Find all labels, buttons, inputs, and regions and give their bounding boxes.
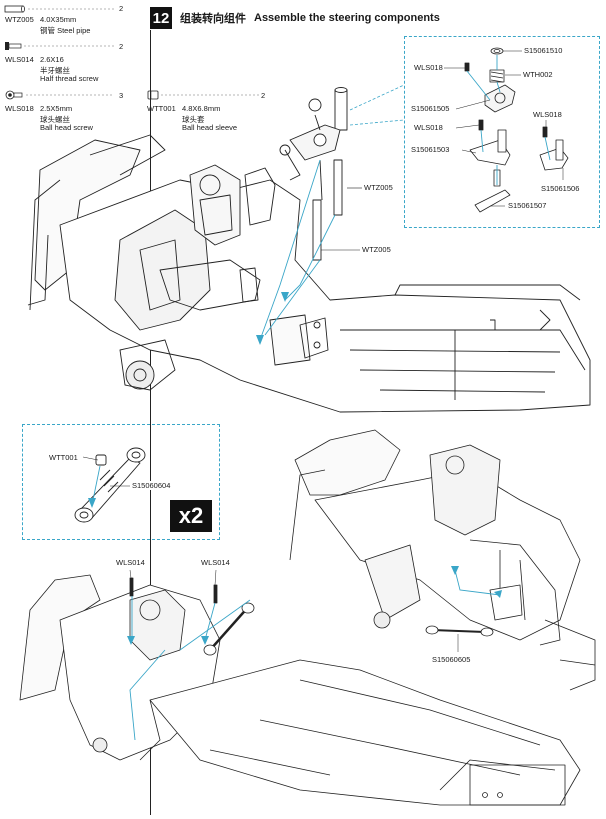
- callout-wls018: WLS018: [413, 63, 444, 72]
- callout-wtz005: WTZ005: [363, 183, 394, 192]
- part-name-en: Ball head screw: [40, 123, 93, 132]
- callout-wls014: WLS014: [115, 558, 146, 567]
- part-code: WLS014: [5, 55, 34, 64]
- callout-s15061510: S15061510: [523, 46, 564, 55]
- callout-wls018: WLS018: [413, 123, 444, 132]
- part-name-en: Ball head sleeve: [182, 123, 238, 132]
- part-qty: 2: [261, 91, 266, 100]
- part-wtt001: 2 WTT001 4.8X6.8mm 球头套 Ball head sleeve: [145, 89, 270, 132]
- part-dimension: 2.5X5mm: [40, 104, 73, 113]
- ball-head-screw-icon: [5, 90, 114, 100]
- part-code: WTZ005: [5, 15, 34, 24]
- step-header: 12 组装转向组件 Assemble the steering componen…: [150, 6, 440, 30]
- inset-steering-parts: [464, 47, 569, 213]
- part-wtz005: 2 WTZ005 4.0X35mm 钢管 Steel pipe: [0, 0, 135, 36]
- callout-wls018: WLS018: [532, 110, 563, 119]
- callout-wtz005: WTZ005: [361, 245, 392, 254]
- part-qty: 3: [119, 91, 124, 100]
- ball-head-sleeve-icon: [147, 90, 259, 100]
- part-qty: 2: [119, 4, 124, 13]
- part-wls018: 3 WLS018 2.5X5mm 球头螺丝 Ball head screw: [0, 89, 135, 132]
- chassis-drawing-top: [27, 87, 591, 413]
- inset-frame-steering: [404, 36, 600, 228]
- inset-ball-link: [74, 447, 146, 523]
- callout-wls014: WLS014: [200, 558, 231, 567]
- callout-s15060604: S15060604: [131, 481, 172, 490]
- chassis-drawing-right: [289, 429, 596, 691]
- steel-pipe-icon: [4, 5, 114, 13]
- part-wls014: 2 WLS014 2.6X16 半牙螺丝 Half thread screw: [0, 40, 135, 83]
- part-dimension: 2.6X16: [40, 55, 64, 64]
- callout-s15061505: S15061505: [410, 104, 451, 113]
- part-name-cn: 球头螺丝: [40, 115, 70, 124]
- half-thread-screw-icon: [5, 42, 114, 50]
- callout-s15061503: S15061503: [410, 145, 451, 154]
- callout-wtt001: WTT001: [48, 453, 79, 462]
- chassis-drawing-bottom: [19, 574, 581, 806]
- step-title-en: Assemble the steering components: [254, 12, 440, 24]
- callout-s15060605: S15060605: [431, 655, 472, 664]
- parts-list: 2 WTZ005 4.0X35mm 钢管 Steel pipe 2 WLS014…: [0, 0, 270, 135]
- step-title-cn: 组装转向组件: [180, 13, 246, 25]
- part-name-cn: 球头套: [182, 115, 205, 124]
- part-name-en: Half thread screw: [40, 74, 99, 83]
- quantity-multiplier-badge: x2: [170, 500, 212, 532]
- part-code: WTT001: [147, 104, 176, 113]
- inset-frame-ball-link: [22, 424, 220, 540]
- callout-s15061506: S15061506: [540, 184, 581, 193]
- callout-s15061507: S15061507: [507, 201, 548, 210]
- part-dimension: 4.8X6.8mm: [182, 104, 221, 113]
- step-divider-line: [150, 30, 151, 815]
- part-qty: 2: [119, 42, 124, 51]
- part-name: 钢管 Steel pipe: [40, 26, 91, 35]
- part-dimension: 4.0X35mm: [40, 15, 77, 24]
- step-number: 12: [150, 7, 172, 29]
- callout-wth002: WTH002: [522, 70, 554, 79]
- part-name-cn: 半牙螺丝: [40, 66, 70, 75]
- part-code: WLS018: [5, 104, 34, 113]
